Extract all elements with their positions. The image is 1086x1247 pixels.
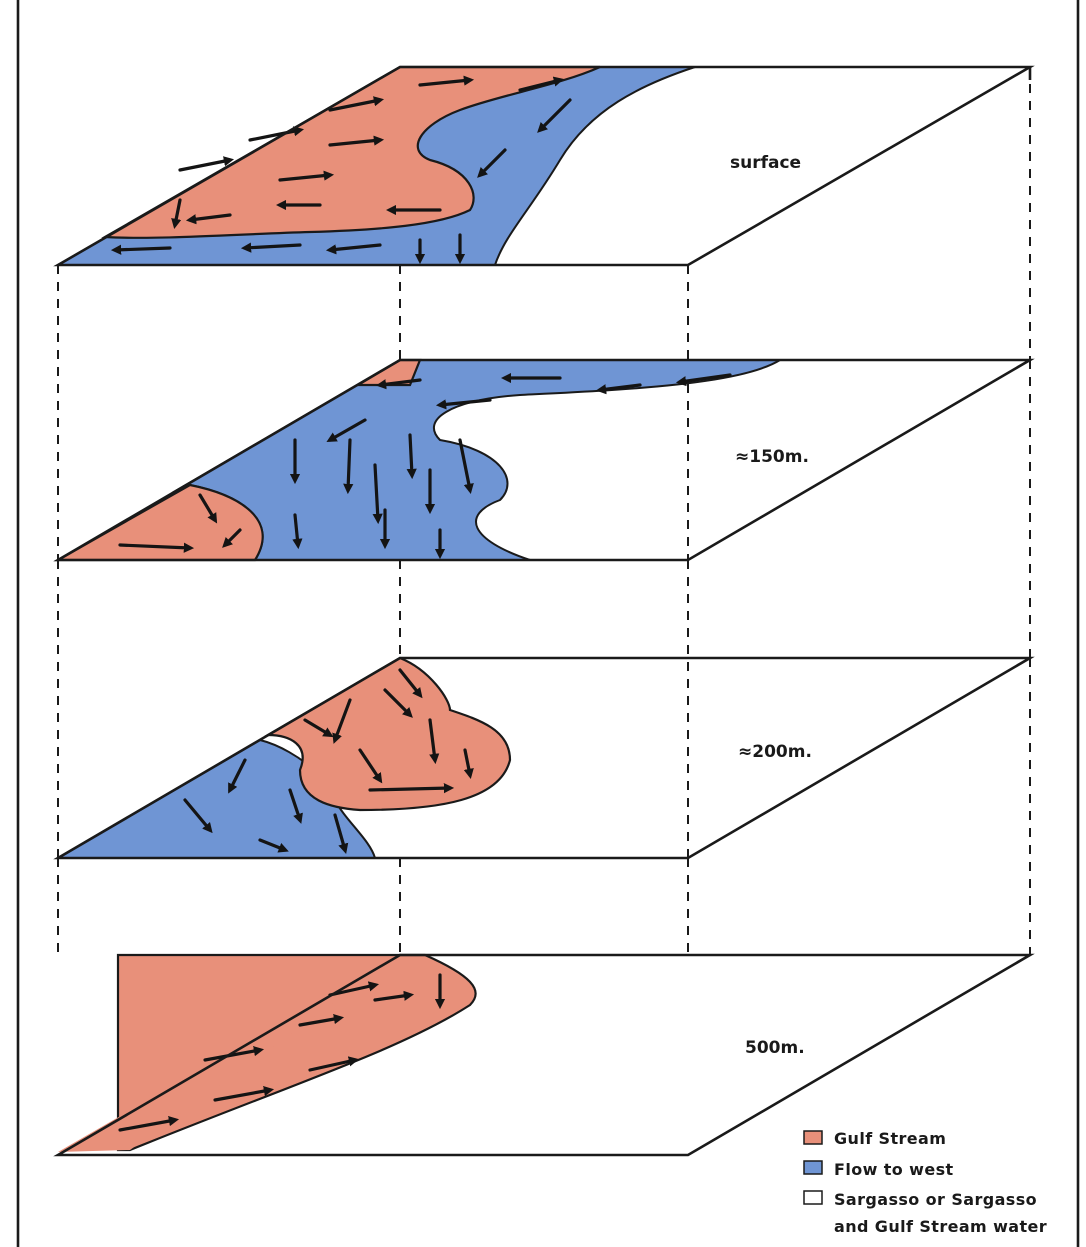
legend-swatch-flow-to-west	[804, 1161, 822, 1174]
layer-surface: surface	[58, 67, 1030, 265]
layer-150m: ≈150m.	[58, 360, 1030, 560]
legend-label-gulf-stream: Gulf Stream	[834, 1129, 946, 1148]
legend-label-sargasso-line2: and Gulf Stream water	[834, 1217, 1047, 1236]
200m-gulf-stream-region	[268, 658, 510, 810]
layer-label-150m: ≈150m.	[735, 447, 809, 467]
layer-500m: 500m.	[58, 955, 1030, 1155]
legend: Gulf Stream Flow to west Sargasso or Sar…	[804, 1129, 1047, 1236]
legend-label-sargasso-line1: Sargasso or Sargasso	[834, 1190, 1037, 1209]
layer-label-surface: surface	[730, 153, 801, 173]
legend-swatch-gulf-stream	[804, 1131, 822, 1144]
legend-label-flow-to-west: Flow to west	[834, 1160, 954, 1179]
layer-label-500m: 500m.	[745, 1038, 805, 1058]
layer-label-200m: ≈200m.	[738, 742, 812, 762]
legend-swatch-sargasso	[804, 1191, 822, 1204]
layer-200m: ≈200m.	[58, 658, 1030, 858]
